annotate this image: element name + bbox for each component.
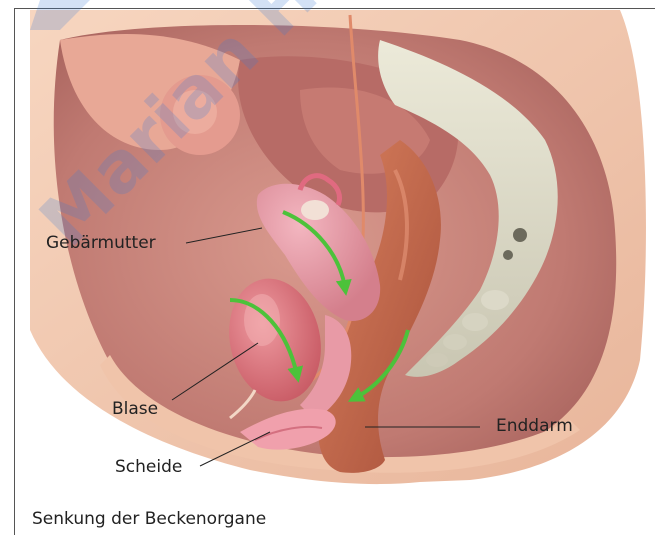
label-uterus: Gebärmutter [46,233,156,253]
label-rectum: Enddarm [496,416,573,436]
ovary [301,200,329,220]
figure-caption: Senkung der Beckenorgane [32,509,266,529]
label-bladder: Blase [112,399,158,419]
label-vagina: Scheide [115,457,182,477]
